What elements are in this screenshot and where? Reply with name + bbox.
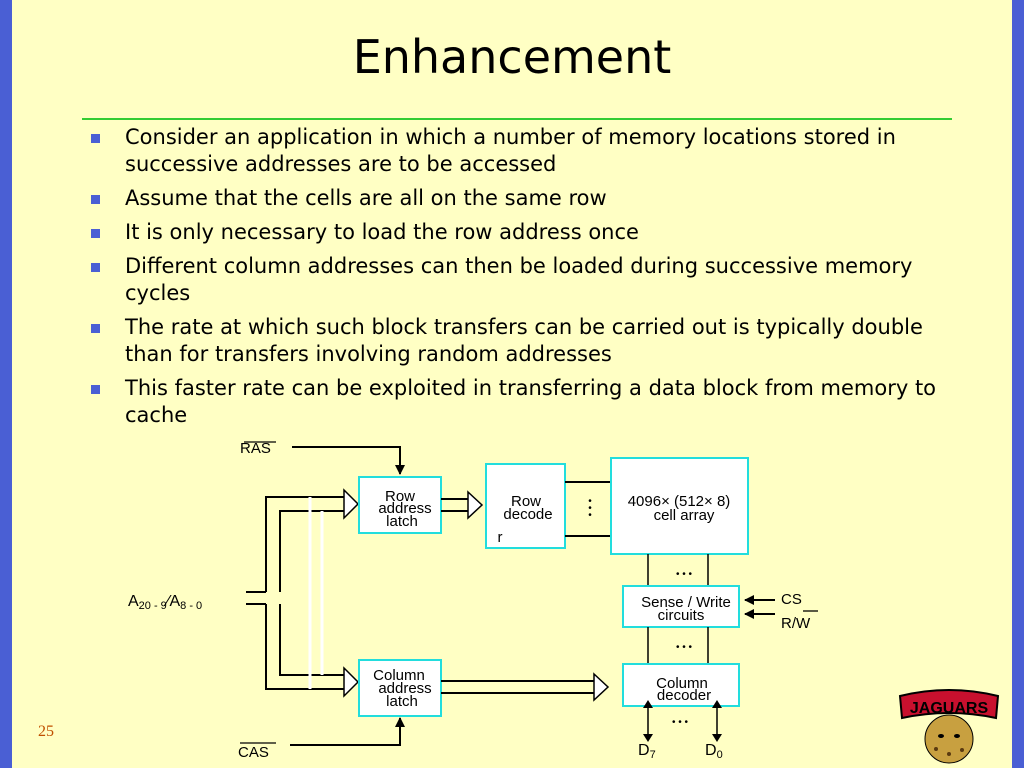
left-border bbox=[0, 0, 12, 768]
row-latch-line-2: address bbox=[378, 500, 431, 517]
bullet-square-icon bbox=[91, 263, 100, 272]
bullet-item: Different column addresses can then be l… bbox=[88, 253, 938, 307]
svg-text:•: • bbox=[588, 496, 592, 507]
ras-label: RAS bbox=[240, 440, 271, 457]
vertical-dots: • • • bbox=[588, 496, 592, 521]
bullet-item: Consider an application in which a numbe… bbox=[88, 124, 938, 178]
bullet-text: Consider an application in which a numbe… bbox=[125, 125, 896, 176]
col-latch-line-2: address bbox=[378, 680, 431, 697]
bullet-text: Different column addresses can then be l… bbox=[125, 254, 913, 305]
dots-upper: • • • bbox=[676, 569, 693, 580]
col-latch-line-1: Column bbox=[373, 667, 425, 684]
rw-label: R/W bbox=[781, 615, 811, 632]
bullet-square-icon bbox=[91, 134, 100, 143]
bullet-text: The rate at which such block transfers c… bbox=[125, 315, 923, 366]
bus-arrowheads bbox=[343, 488, 360, 698]
bullet-item: Assume that the cells are all on the sam… bbox=[88, 185, 938, 212]
d7-label: D7 bbox=[638, 742, 656, 761]
right-border bbox=[1012, 0, 1024, 768]
dots-middle: • • • bbox=[676, 642, 693, 653]
bullet-item: The rate at which such block transfers c… bbox=[88, 314, 938, 368]
ras-arrow bbox=[292, 446, 405, 475]
bullet-text: Assume that the cells are all on the sam… bbox=[125, 186, 607, 210]
row-latch-line-3: latch bbox=[386, 513, 418, 530]
latch-to-decoder-arrow bbox=[441, 490, 484, 520]
cas-arrow bbox=[290, 717, 405, 746]
bullet-item: This faster rate can be exploited in tra… bbox=[88, 375, 938, 429]
cell-array-line-2: cell array bbox=[654, 507, 715, 524]
svg-text:•: • bbox=[588, 503, 592, 514]
row-address-latch-box bbox=[358, 476, 442, 534]
d0-label: D0 bbox=[705, 742, 723, 761]
col-decoder-line-1: Column bbox=[656, 675, 708, 692]
bullet-square-icon bbox=[91, 324, 100, 333]
svg-text:•: • bbox=[588, 510, 592, 521]
col-latch-line-3: latch bbox=[386, 693, 418, 710]
bullet-list: Consider an application in which a numbe… bbox=[88, 124, 938, 436]
cell-array-box bbox=[610, 457, 749, 555]
bullet-text: This faster rate can be exploited in tra… bbox=[125, 376, 937, 427]
row-latch-line-1: Row bbox=[385, 488, 415, 505]
address-label: A20 - 9⁄A8 - 0 bbox=[128, 593, 202, 612]
row-decoder-box bbox=[485, 463, 566, 549]
row-decoder-line-3: r bbox=[498, 529, 503, 546]
sense-write-line-2: circuits bbox=[658, 607, 705, 624]
row-decoder-line-1: Row bbox=[511, 493, 541, 510]
column-address-latch-box bbox=[358, 659, 442, 717]
slide-title: Enhancement bbox=[352, 30, 672, 84]
bit-lines-lower bbox=[647, 627, 709, 664]
cs-label: CS bbox=[781, 591, 802, 608]
bit-lines-upper bbox=[647, 554, 709, 586]
bullet-square-icon bbox=[91, 385, 100, 394]
logo-text: JAGUARS bbox=[910, 700, 989, 717]
data-lines bbox=[643, 700, 722, 742]
row-decoder-line-2: decode bbox=[503, 506, 552, 523]
col-latch-to-decoder-arrow bbox=[441, 672, 610, 702]
bullet-square-icon bbox=[91, 229, 100, 238]
title-rule bbox=[82, 118, 952, 120]
sense-write-line-1: Sense / Write bbox=[641, 594, 731, 611]
jaguars-logo: JAGUARS bbox=[898, 689, 1000, 764]
address-bus bbox=[246, 496, 345, 690]
bullet-square-icon bbox=[91, 195, 100, 204]
cell-array-line-1: 4096× (512× 8) bbox=[628, 493, 731, 510]
word-lines bbox=[565, 481, 611, 537]
sense-write-box bbox=[622, 585, 740, 628]
bullet-item: It is only necessary to load the row add… bbox=[88, 219, 938, 246]
col-decoder-line-2: decoder bbox=[657, 687, 711, 704]
column-decoder-box bbox=[622, 663, 740, 707]
cas-label: CAS bbox=[238, 744, 269, 761]
dots-lower: • • • bbox=[672, 717, 689, 728]
page-number: 25 bbox=[38, 723, 54, 740]
bullet-text: It is only necessary to load the row add… bbox=[125, 220, 639, 244]
